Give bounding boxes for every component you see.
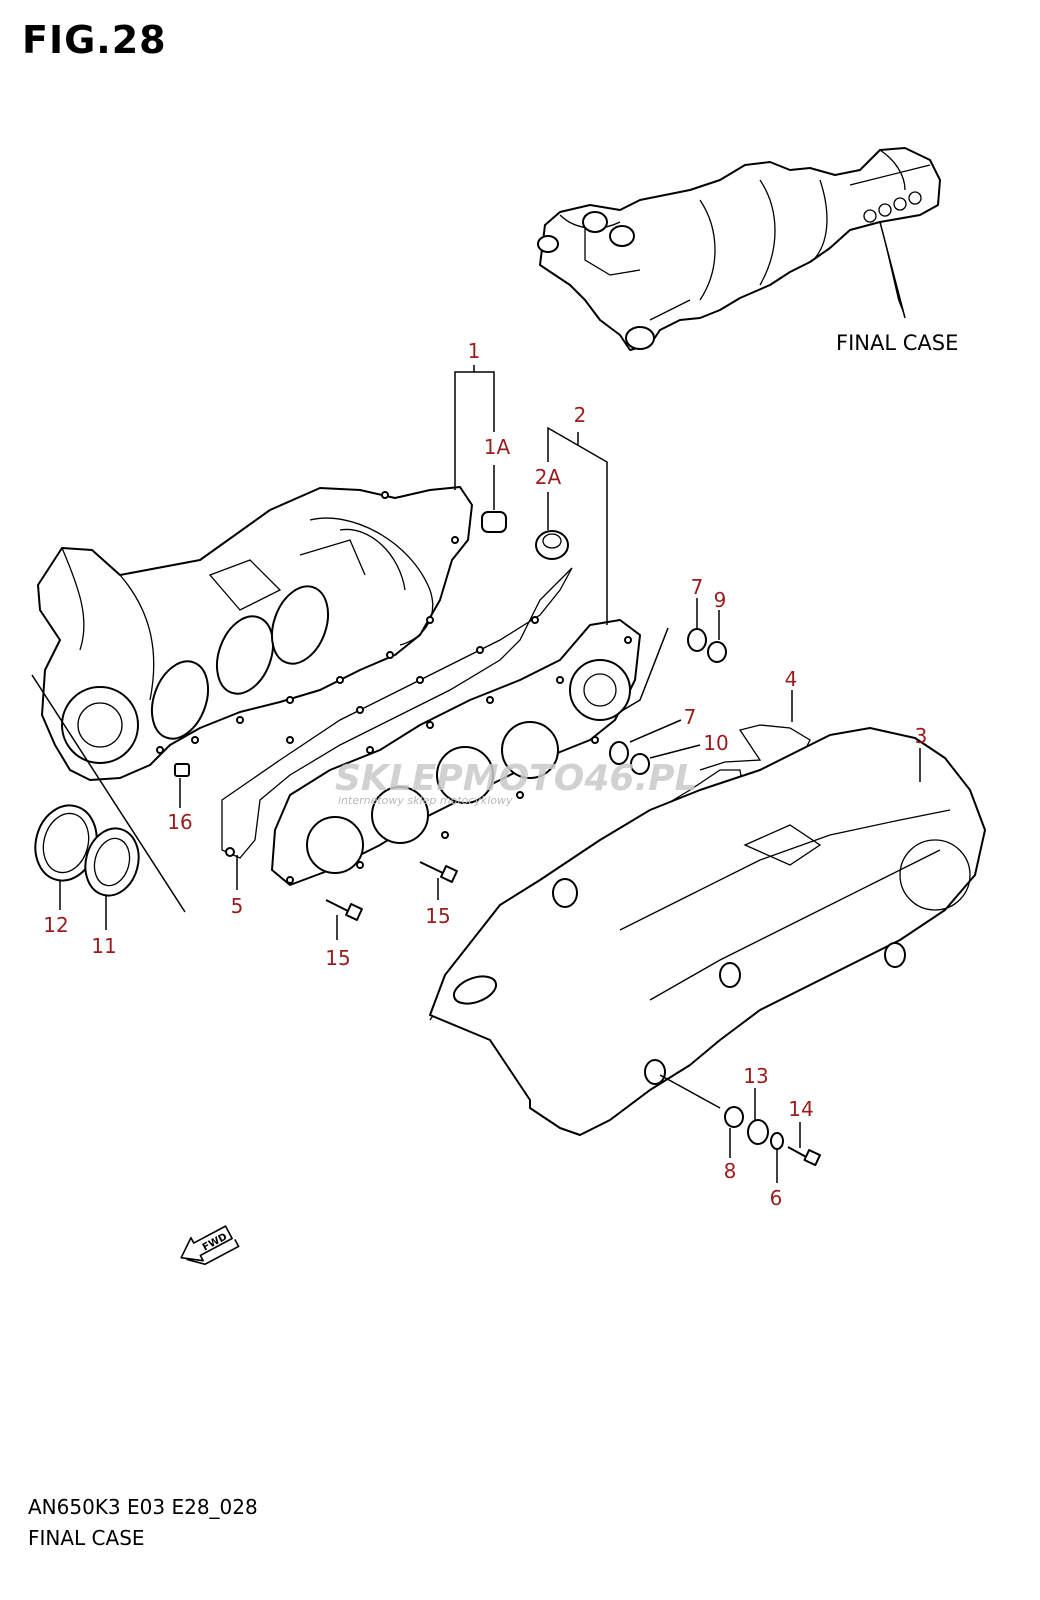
dowel-2a xyxy=(535,530,569,560)
callout-2a: 2A xyxy=(535,465,562,489)
leader-line-seal xyxy=(31,674,186,913)
callout-5: 5 xyxy=(231,894,244,918)
washer-7-lower xyxy=(609,741,629,765)
bracket-1 xyxy=(454,371,495,490)
bolt-15b xyxy=(325,899,363,921)
gasket-5 xyxy=(221,567,573,859)
final-case-label: FINAL CASE xyxy=(836,331,958,355)
callout-4: 4 xyxy=(785,667,798,691)
dowel-pin-16 xyxy=(174,763,190,777)
final-case-assembly-drawing xyxy=(537,147,941,351)
cushion-13 xyxy=(747,1119,769,1145)
callout-2: 2 xyxy=(574,403,587,427)
leader-line-cover xyxy=(659,1074,721,1109)
callout-8: 8 xyxy=(724,1159,737,1183)
callout-3: 3 xyxy=(915,724,928,748)
callout-14: 14 xyxy=(788,1097,813,1121)
dowel-1a xyxy=(481,511,507,533)
footer-caption: FINAL CASE xyxy=(28,1526,145,1550)
bearing-11 xyxy=(84,827,140,897)
callout-6: 6 xyxy=(770,1186,783,1210)
watermark-brand: SKLEPMOTO46.PL xyxy=(335,758,697,799)
plug-10 xyxy=(630,753,650,775)
callout-7-upper: 7 xyxy=(691,575,704,599)
callout-1: 1 xyxy=(468,339,481,363)
figure-title: FIG.28 xyxy=(22,18,167,62)
footer-code: AN650K3 E03 E28_028 xyxy=(28,1495,258,1519)
callout-12: 12 xyxy=(43,913,68,937)
callout-7-lower: 7 xyxy=(684,705,697,729)
crankcase-left xyxy=(37,486,473,781)
callout-10: 10 xyxy=(703,731,728,755)
callout-9: 9 xyxy=(714,588,727,612)
crankcase-right xyxy=(271,619,641,886)
callout-13: 13 xyxy=(743,1064,768,1088)
leader-line-plugs xyxy=(619,627,669,713)
callout-15-b: 15 xyxy=(325,946,350,970)
fwd-arrow-icon: FWD xyxy=(180,1225,240,1266)
collar-8 xyxy=(724,1106,744,1128)
callout-15-a: 15 xyxy=(425,904,450,928)
watermark-tagline: internetowy sklep motocyklowy xyxy=(338,794,513,807)
washer-6 xyxy=(770,1132,784,1150)
final-case-cover-3 xyxy=(429,727,986,1136)
bracket-2 xyxy=(547,426,608,625)
callout-16: 16 xyxy=(167,810,192,834)
plug-9 xyxy=(707,641,727,663)
bolt-14 xyxy=(787,1146,821,1167)
washer-7-upper xyxy=(687,628,707,652)
callout-1a: 1A xyxy=(484,435,511,459)
oil-seal-12 xyxy=(34,804,98,882)
callout-11: 11 xyxy=(91,934,116,958)
bolt-15a xyxy=(419,861,458,883)
